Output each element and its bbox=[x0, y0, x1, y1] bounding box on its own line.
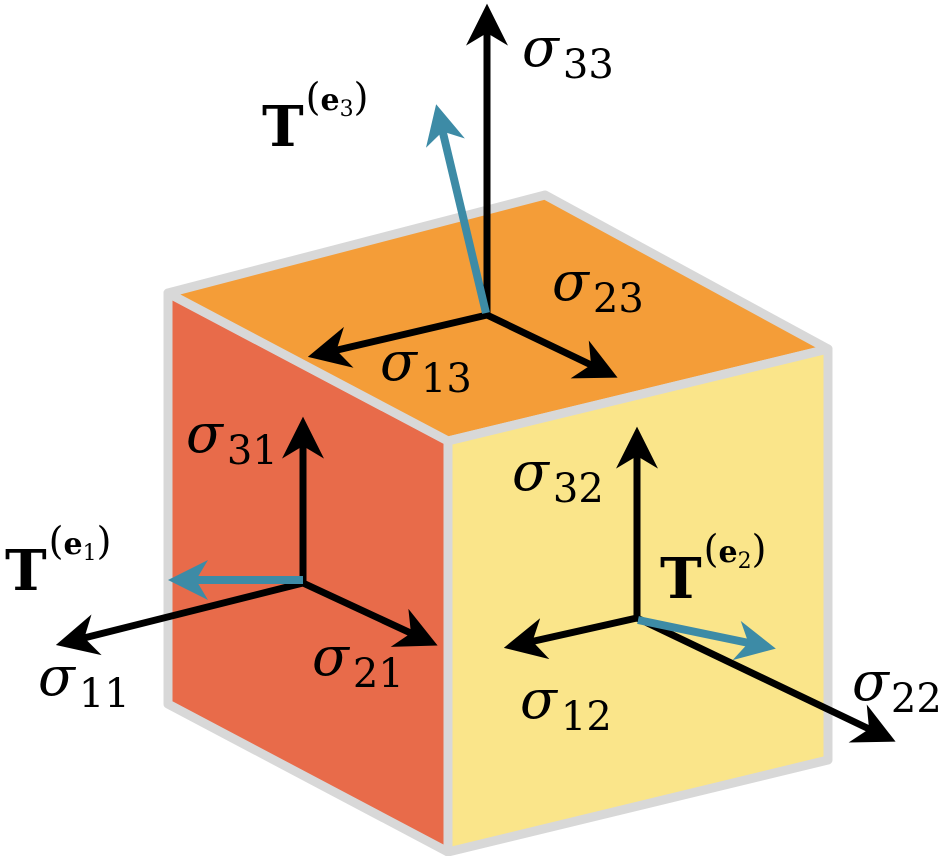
sigma-21-arrow bbox=[301, 579, 438, 647]
sigma-13-arrow bbox=[307, 311, 488, 368]
traction-e3-arrow bbox=[425, 104, 490, 314]
sigma-22-arrow bbox=[635, 614, 896, 743]
traction-e2-arrow bbox=[637, 616, 776, 661]
label-traction-e3: T(e3) bbox=[262, 75, 368, 160]
top-face-arrows bbox=[307, 3, 618, 379]
label-traction-e1: T(e1) bbox=[5, 519, 111, 604]
cube bbox=[163, 190, 833, 856]
sigma-23-arrow bbox=[485, 311, 618, 379]
left-face-arrows bbox=[55, 416, 438, 656]
label-sigma-22: σ22 bbox=[852, 650, 942, 722]
sigma-11-arrow bbox=[55, 579, 304, 656]
label-traction-e2: T(e2) bbox=[660, 527, 766, 612]
right-face-arrows bbox=[503, 426, 896, 743]
sigma-12-arrow bbox=[503, 614, 638, 660]
